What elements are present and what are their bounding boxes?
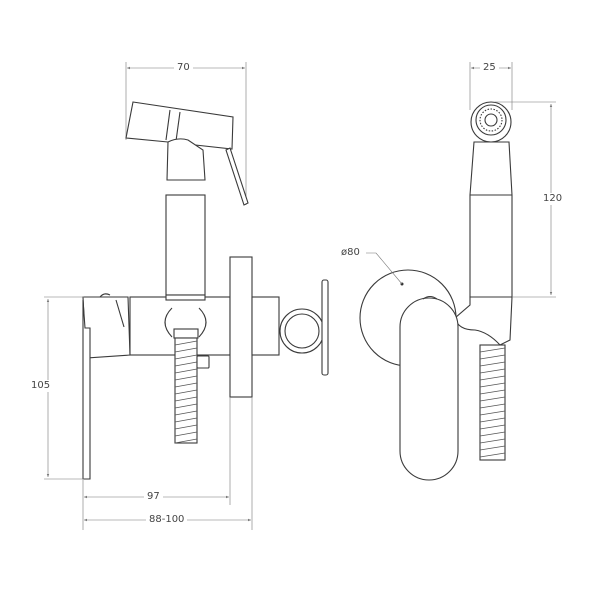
valve-flange [321,279,329,376]
front-view [359,62,556,481]
label-105: 105 [28,380,54,392]
lever-front [399,297,459,481]
shower-hose [174,337,210,444]
handset-body [165,194,206,296]
diameter-leader [366,252,403,285]
spray-head [470,101,512,143]
dimension-97 [82,397,253,530]
label-25: 25 [480,62,499,74]
label-70: 70 [174,62,193,74]
label-diameter-80: ø80 [338,247,363,259]
wall-plate [229,256,253,398]
label-120: 120 [540,193,566,205]
valve-ring [279,308,325,354]
holder-front [454,296,513,346]
mixer-lever [82,293,131,480]
label-88-100: 88-100 [146,514,188,526]
handset-head [125,101,249,206]
label-97: 97 [144,491,163,503]
handset-front [469,101,513,298]
side-view [44,62,329,530]
valve-body [251,296,280,356]
holder-top [165,294,206,301]
shower-hose-front [479,344,506,461]
